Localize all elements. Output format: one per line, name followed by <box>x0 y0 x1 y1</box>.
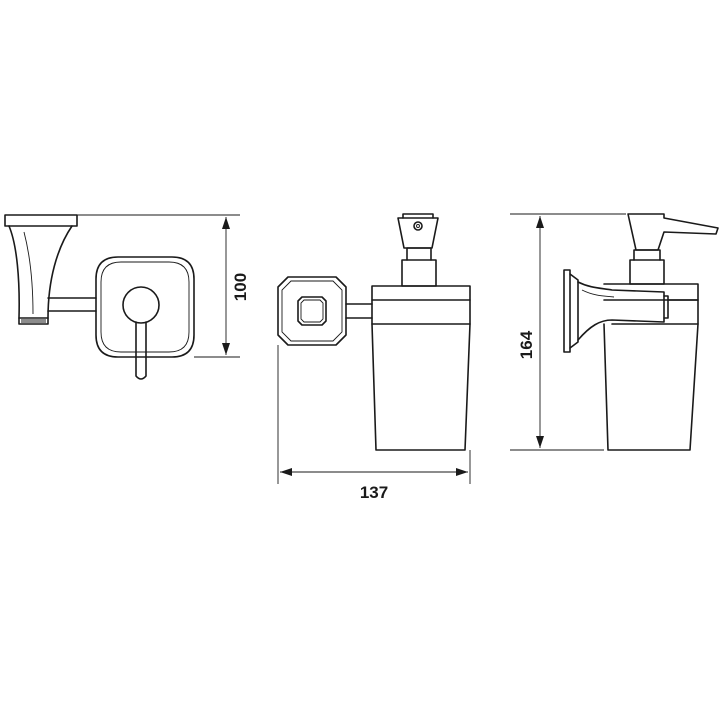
dimension-137: 137 <box>277 345 471 502</box>
top-view: 100 <box>4 214 250 380</box>
top-view-pump <box>122 286 160 380</box>
side-view-bracket <box>577 281 669 341</box>
side-view-pump <box>627 213 719 285</box>
front-view-pump <box>397 213 439 287</box>
dimension-164: 164 <box>510 213 626 451</box>
top-view-cap <box>95 256 195 358</box>
front-view-wall-plate <box>277 276 347 346</box>
dimension-100: 100 <box>77 214 250 358</box>
side-view-glass <box>603 323 699 451</box>
front-view-arm <box>345 303 373 319</box>
dimension-164-label: 164 <box>517 330 536 359</box>
front-view: 137 <box>277 213 471 502</box>
top-view-arm <box>47 297 97 312</box>
side-view-wall-plate <box>563 269 579 353</box>
dimension-100-label: 100 <box>231 273 250 301</box>
front-view-holder-ring <box>371 285 471 325</box>
side-view: 164 <box>510 213 719 451</box>
top-view-wall-mount <box>4 214 78 325</box>
front-view-glass <box>371 323 471 451</box>
dimension-137-label: 137 <box>360 483 388 502</box>
